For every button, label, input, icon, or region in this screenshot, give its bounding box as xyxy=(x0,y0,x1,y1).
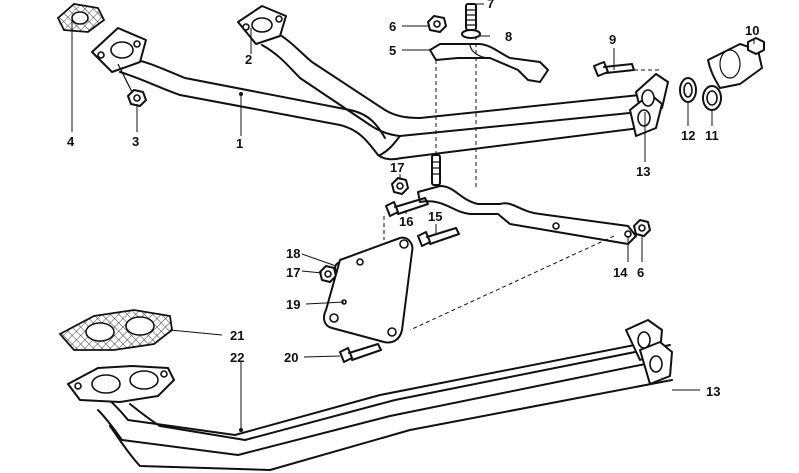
callout-14: 14 xyxy=(613,265,628,280)
stud-3 xyxy=(117,63,133,93)
callout-6-lower: 6 xyxy=(637,265,644,280)
callout-8: 8 xyxy=(505,29,512,44)
callout-13-lower: 13 xyxy=(706,384,720,399)
callout-19: 19 xyxy=(286,297,300,312)
callout-11: 11 xyxy=(705,128,719,143)
callout-3: 3 xyxy=(132,134,139,149)
callout-18: 18 xyxy=(286,246,300,261)
callout-17-upper: 17 xyxy=(390,160,404,175)
callout-4: 4 xyxy=(67,134,75,149)
front-pipe-lower xyxy=(67,319,673,471)
callout-20: 20 xyxy=(284,350,298,365)
assembly-dashed-lines xyxy=(383,36,660,331)
callout-9: 9 xyxy=(609,32,616,47)
callout-5: 5 xyxy=(389,43,396,58)
hanger-bracket-upper xyxy=(427,3,549,83)
gasket-lower xyxy=(58,309,173,351)
callout-numbers: 1 2 3 4 5 6 7 8 9 10 11 12 13 14 6 15 16… xyxy=(67,0,759,399)
callout-10: 10 xyxy=(745,23,759,38)
leader-lines xyxy=(71,3,755,432)
callout-7: 7 xyxy=(487,0,494,11)
callout-16: 16 xyxy=(399,214,413,229)
front-pipe-upper xyxy=(91,5,669,161)
gasket-upper xyxy=(56,3,106,33)
callout-13-upper: 13 xyxy=(636,164,650,179)
seal-rings xyxy=(679,37,765,111)
nut-3 xyxy=(127,89,147,107)
callout-1: 1 xyxy=(236,136,243,151)
callout-6-upper: 6 xyxy=(389,19,396,34)
bracket-mid xyxy=(319,154,637,363)
callout-2: 2 xyxy=(245,52,252,67)
nut-6-lower xyxy=(633,219,651,237)
callout-15: 15 xyxy=(428,209,442,224)
callout-22: 22 xyxy=(230,350,244,365)
bolt-9 xyxy=(593,61,635,77)
callout-21: 21 xyxy=(230,328,244,343)
callout-12: 12 xyxy=(681,128,695,143)
callout-17-lower: 17 xyxy=(286,265,300,280)
